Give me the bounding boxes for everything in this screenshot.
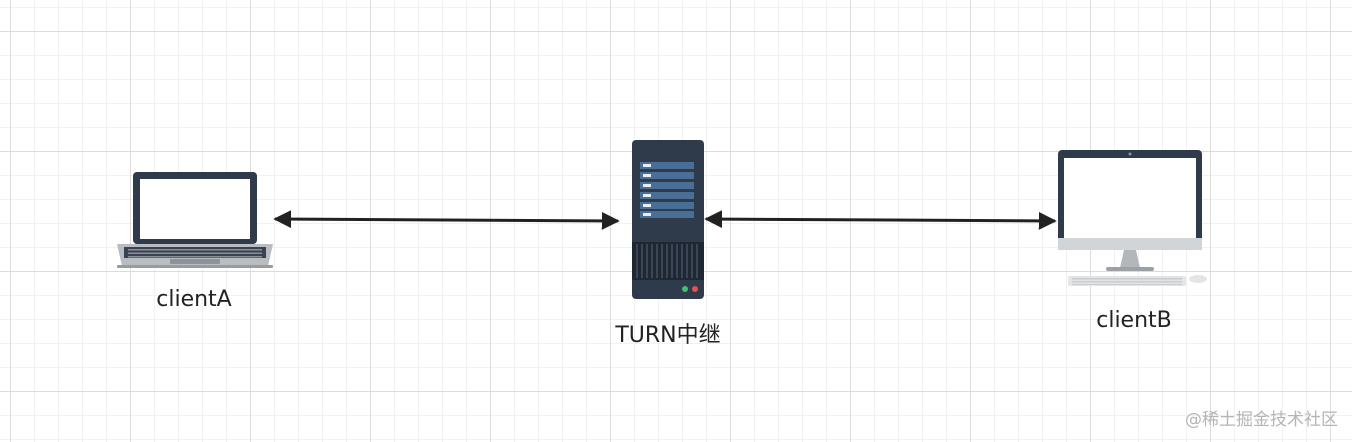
- arrow-server-clientb: [704, 210, 1057, 230]
- clienta-label: clientA: [156, 287, 232, 312]
- watermark: @稀土掘金技术社区: [1185, 410, 1338, 430]
- arrow-clienta-server: [273, 210, 620, 230]
- desktop-monitor-icon: [1058, 150, 1207, 286]
- server-icon: [632, 140, 704, 299]
- server-label: TURN中继: [615, 323, 721, 348]
- clientb-label: clientB: [1096, 308, 1172, 333]
- laptop-icon: [117, 172, 273, 268]
